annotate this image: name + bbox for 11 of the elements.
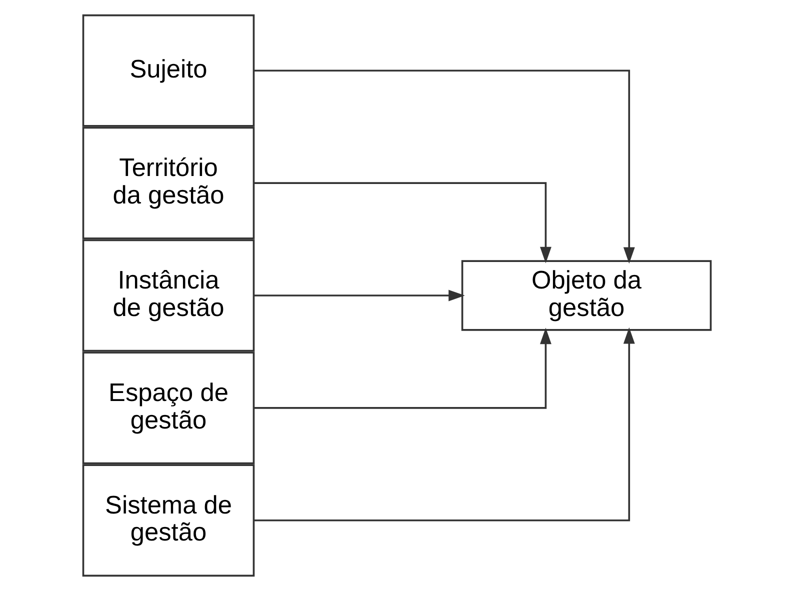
- node-box: Território da gestão: [82, 126, 255, 240]
- node-box: Sistema de gestão: [82, 464, 255, 577]
- arrow: [254, 290, 465, 302]
- arrow: [254, 182, 552, 264]
- node-box: Instância de gestão: [82, 239, 255, 352]
- arrow: [254, 70, 635, 264]
- node-box: Sujeito: [82, 14, 255, 127]
- node-box: Espaço de gestão: [82, 352, 255, 464]
- node-box: Objeto da gestão: [461, 260, 712, 331]
- arrow: [254, 328, 552, 409]
- arrow: [254, 327, 635, 522]
